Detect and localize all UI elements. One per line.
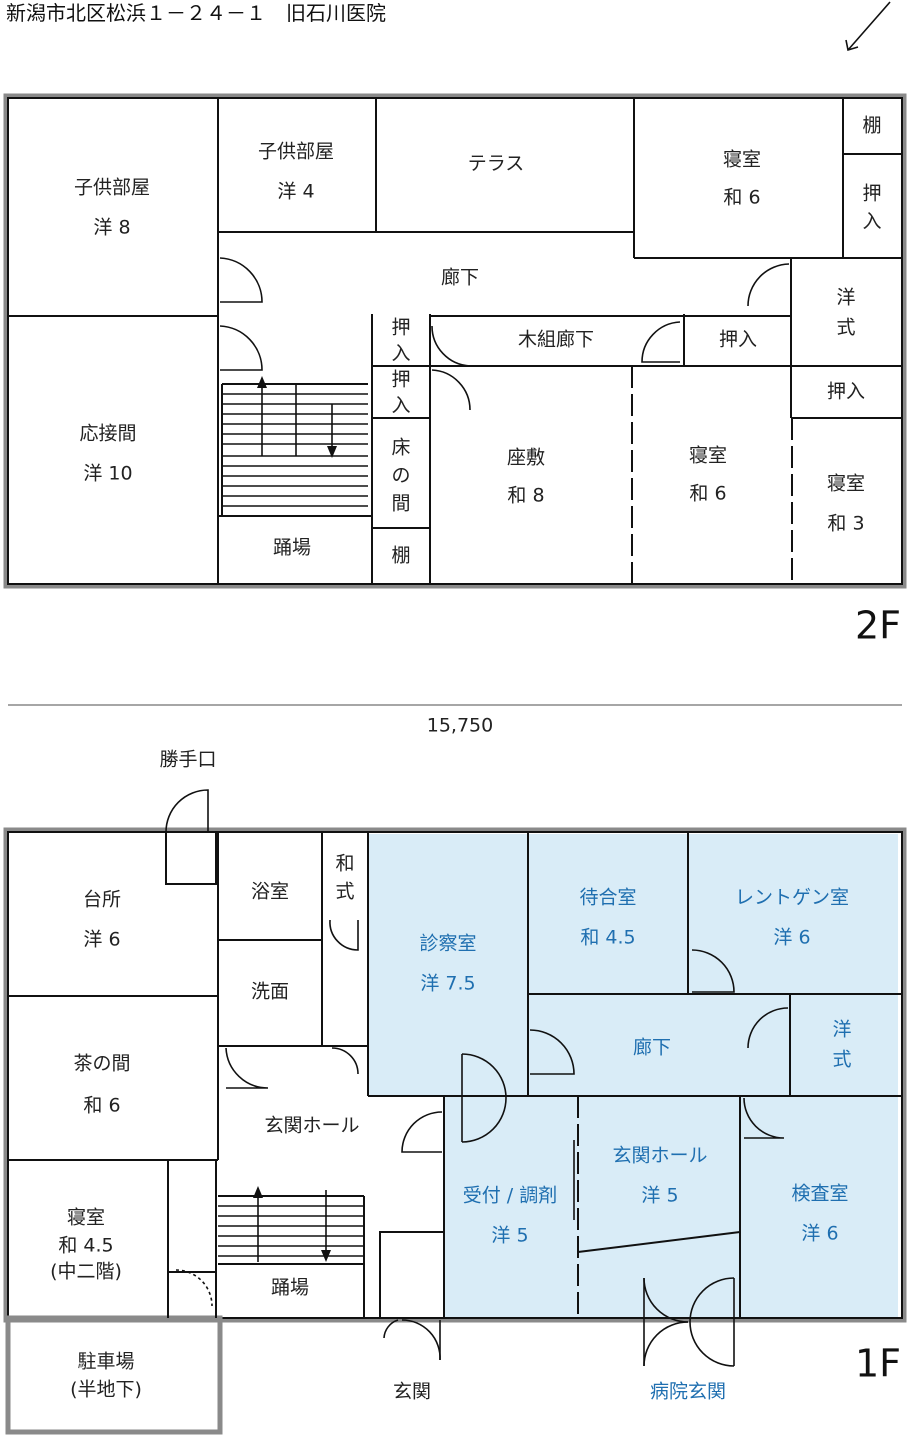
room-bath: 浴室 — [251, 881, 289, 903]
north-arrow-icon — [845, 1, 891, 52]
room-shelf-bottom: 棚 — [391, 545, 410, 567]
room-bed45-name: 寝室 — [67, 1207, 105, 1229]
room-entrance-hall: 玄関ホール — [264, 1115, 359, 1137]
room-bed6s-name: 寝室 — [689, 445, 727, 467]
room-toilet-wa-1: 和 — [335, 853, 354, 875]
room-back-door: 勝手口 — [159, 749, 216, 771]
room-bed6n-name: 寝室 — [723, 149, 761, 171]
dimension-width: 15,750 — [427, 715, 493, 737]
room-bed6n-size: 和 6 — [723, 187, 760, 209]
room-corridor-1f: 廊下 — [633, 1037, 671, 1059]
floor-2f-label: 2F — [855, 604, 901, 648]
room-closet-a-1: 押 — [391, 317, 410, 339]
room-landing-2f: 踊場 — [273, 537, 311, 559]
address-title: 新潟市北区松浜１－２４－１ 旧石川医院 — [6, 1, 386, 25]
room-shelf-top: 棚 — [862, 115, 881, 137]
room-exam-size: 洋 7.5 — [420, 973, 475, 995]
room-kitchen-name: 台所 — [83, 889, 121, 911]
floor-2f-walls — [3, 93, 907, 589]
room-xray-size: 洋 6 — [773, 927, 810, 949]
room-reception-desk-name: 受付 / 調剤 — [463, 1185, 557, 1207]
room-toilet-2f-1: 洋 — [836, 287, 855, 309]
floor-1f-walls — [3, 789, 907, 1435]
room-closet-top-2: 入 — [862, 211, 881, 233]
room-alcove-1: 床 — [391, 437, 410, 459]
room-bed3-size: 和 3 — [827, 513, 864, 535]
room-closet-b-1: 押 — [391, 369, 410, 391]
room-corridor-2f: 廊下 — [441, 267, 479, 289]
room-toilet-yo-1: 洋 — [832, 1019, 851, 1041]
room-entrance: 玄関 — [393, 1381, 431, 1403]
room-alcove-3: 間 — [391, 493, 410, 515]
room-bed45-size: 和 4.5 — [58, 1235, 113, 1257]
room-bed45-note: (中二階) — [50, 1261, 122, 1283]
room-lab-name: 検査室 — [791, 1183, 848, 1205]
room-bed6s-size: 和 6 — [689, 483, 726, 505]
room-parking-name: 駐車場 — [77, 1351, 134, 1373]
room-closet-mid: 押入 — [719, 329, 757, 351]
room-zashiki-size: 和 8 — [507, 485, 544, 507]
room-kids8-size: 洋 8 — [93, 217, 130, 239]
room-exam-name: 診察室 — [419, 933, 476, 955]
room-landing-1f: 踊場 — [271, 1277, 309, 1299]
room-toilet-wa-2: 式 — [335, 881, 354, 903]
room-washroom: 洗面 — [251, 981, 289, 1003]
room-waiting-size: 和 4.5 — [580, 927, 635, 949]
floor-1f-label: 1F — [855, 1342, 901, 1386]
floor-1f-labels: 勝手口 台所 洋 6 浴室 和 式 洗面 茶の間 和 6 玄関ホール 寝室 和 … — [50, 749, 901, 1403]
room-toilet-2f-2: 式 — [836, 317, 855, 339]
room-xray-name: レントゲン室 — [735, 887, 849, 909]
room-waiting-name: 待合室 — [579, 887, 636, 909]
room-wood-corridor: 木組廊下 — [518, 329, 594, 351]
room-terrace: テラス — [468, 153, 525, 175]
room-kitchen-size: 洋 6 — [83, 929, 120, 951]
room-bed3-name: 寝室 — [827, 473, 865, 495]
room-kids4-name: 子供部屋 — [258, 141, 334, 163]
room-parking-note: (半地下) — [70, 1379, 142, 1401]
room-kids4-size: 洋 4 — [277, 181, 314, 203]
room-lab-size: 洋 6 — [801, 1223, 838, 1245]
room-tea-size: 和 6 — [83, 1095, 120, 1117]
room-alcove-2: の — [391, 465, 410, 487]
room-zashiki-name: 座敷 — [507, 447, 545, 469]
room-closet-a-2: 入 — [391, 343, 410, 365]
room-reception-name: 応接間 — [79, 423, 136, 445]
room-toilet-yo-2: 式 — [832, 1049, 851, 1071]
room-reception-desk-size: 洋 5 — [491, 1225, 528, 1247]
room-clinic-hall-name: 玄関ホール — [612, 1145, 707, 1167]
room-closet-top-1: 押 — [862, 183, 881, 205]
clinic-area — [368, 834, 898, 1318]
room-kids8-name: 子供部屋 — [74, 177, 150, 199]
room-closet-b-2: 入 — [391, 395, 410, 417]
room-tea-name: 茶の間 — [73, 1053, 130, 1075]
room-reception-size: 洋 10 — [83, 463, 132, 485]
room-clinic-entrance: 病院玄関 — [650, 1381, 726, 1403]
room-clinic-hall-size: 洋 5 — [641, 1185, 678, 1207]
room-closet-right: 押入 — [827, 381, 865, 403]
floor-2f-labels: 子供部屋 洋 8 子供部屋 洋 4 テラス 寝室 和 6 棚 押 入 廊下 洋 … — [74, 115, 901, 648]
